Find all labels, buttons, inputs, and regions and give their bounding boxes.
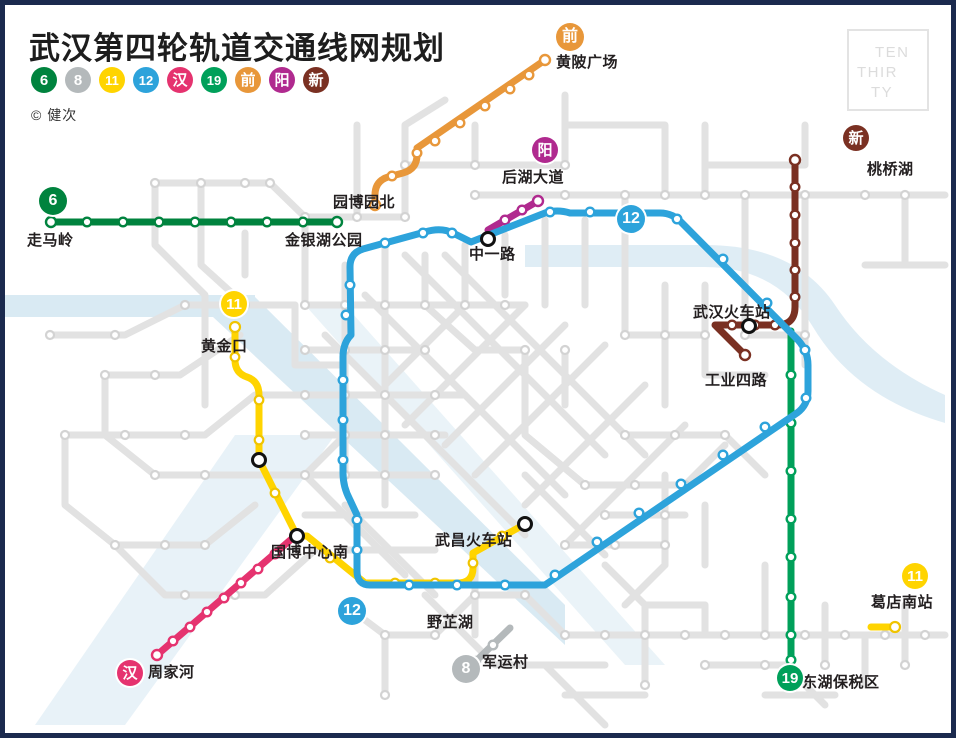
logo-line-2: THIR: [857, 64, 898, 81]
badge-line-12-bottom[interactable]: 12: [338, 597, 366, 625]
station-yuanboyuanbei: 园博园北: [333, 194, 396, 211]
station-junyun-village: 军运村: [482, 654, 529, 671]
map-canvas: [5, 53, 949, 729]
badge-line-yang[interactable]: 阳: [532, 137, 558, 163]
badge-line-xin[interactable]: 新: [843, 125, 869, 151]
station-gongye-4th-rd: 工业四路: [705, 372, 768, 389]
logo-line-3: TY: [871, 84, 894, 101]
station-yezhihu: 野芷湖: [427, 614, 474, 631]
line-6-path: [44, 215, 344, 229]
station-huangpi-square: 黄陂广场: [556, 54, 619, 71]
station-zhoujiahe: 周家河: [148, 664, 195, 681]
station-wuchang-railway: 武昌火车站: [435, 532, 513, 549]
station-gedian-south: 葛店南站: [871, 594, 934, 611]
interchange-guobo-center-s: [289, 528, 305, 544]
badge-line-12-top[interactable]: 12: [617, 205, 645, 233]
line-xin-path: [711, 153, 802, 362]
line-qian-path: [368, 53, 552, 212]
badge-line-11-huangjinkou[interactable]: 11: [221, 291, 247, 317]
station-jinyinhu-park: 金银湖公园: [285, 232, 363, 249]
station-zhongyilu: 中一路: [469, 246, 516, 263]
interchange-wuhan-railway: [741, 318, 757, 334]
badge-line-19[interactable]: 19: [777, 665, 803, 691]
interchange-markers: [251, 231, 757, 544]
station-taoqiaohu: 桃桥湖: [867, 161, 914, 178]
interchange-line11-line12: [251, 452, 267, 468]
badge-line-8[interactable]: 8: [452, 655, 480, 683]
interchange-wuchang-railway: [517, 516, 533, 532]
station-huangjinkou: 黄金口: [201, 338, 248, 355]
tenthirty-logo: TEN THIR TY: [847, 29, 929, 111]
line-19-path: [784, 327, 798, 690]
line-yang-path: [484, 194, 545, 234]
station-guobo-center-s: 国博中心南: [271, 544, 349, 561]
badge-line-11-gedian[interactable]: 11: [902, 563, 928, 589]
badge-line-han[interactable]: 汉: [117, 660, 143, 686]
line-12-path: [337, 206, 812, 591]
station-donghu-bonded: 东湖保税区: [802, 674, 880, 691]
station-wuhan-railway: 武汉火车站: [693, 304, 771, 321]
logo-line-1: TEN: [875, 44, 910, 61]
badge-line-qian[interactable]: 前: [556, 23, 584, 51]
station-houhu-avenue: 后湖大道: [502, 169, 565, 186]
line-han-path: [150, 532, 299, 662]
interchange-zhongyilu: [480, 231, 496, 247]
badge-line-6[interactable]: 6: [39, 187, 67, 215]
station-zoumaling: 走马岭: [27, 232, 74, 249]
